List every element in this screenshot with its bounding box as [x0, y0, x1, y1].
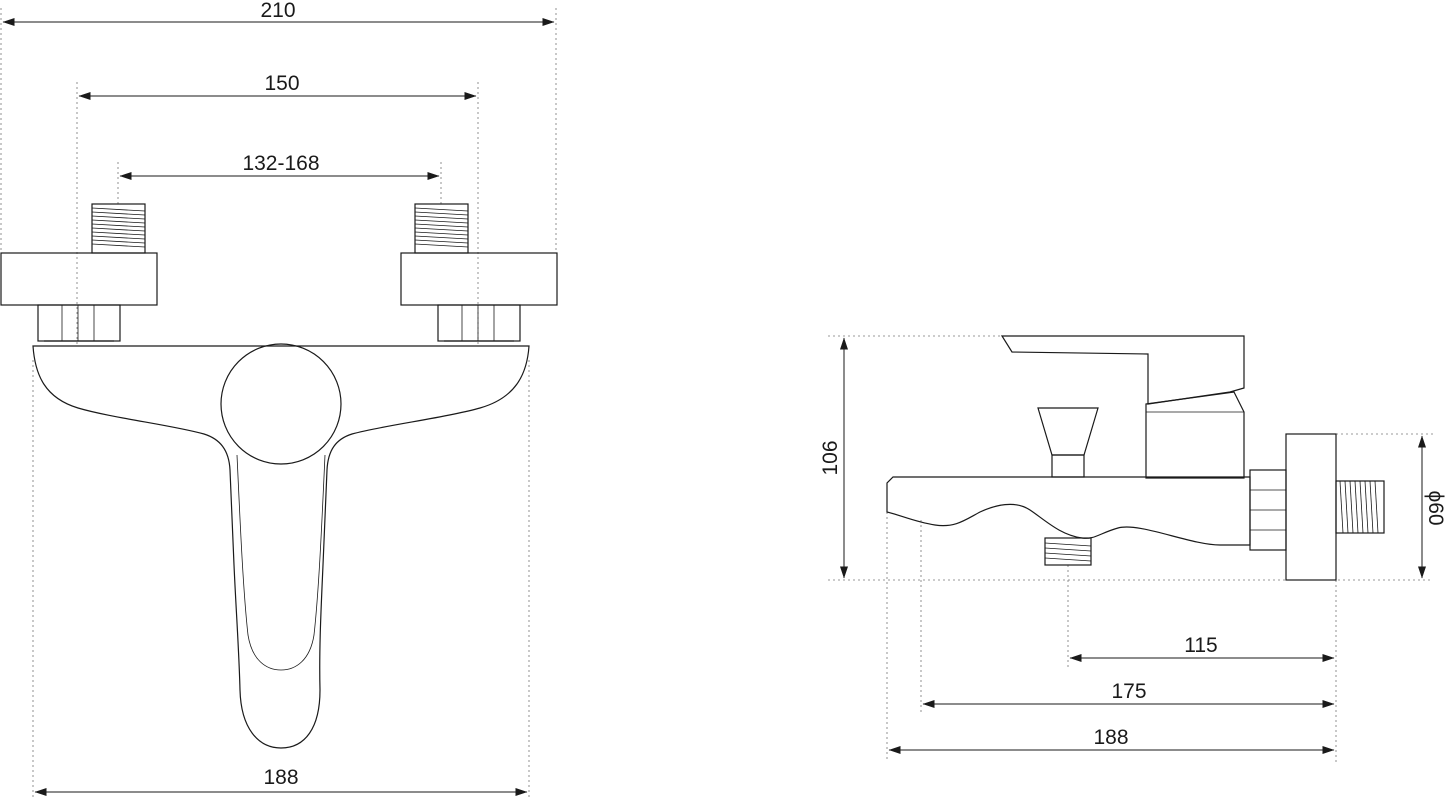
dim-label-115: 115 [1184, 634, 1217, 657]
left-hex-nut [37, 304, 121, 342]
left-threaded-inlet [91, 203, 146, 254]
dim-label-175: 175 [1111, 680, 1146, 703]
dim-label-188-side: 188 [1093, 726, 1128, 749]
dim-label-106: 106 [819, 440, 842, 475]
spout-body [886, 476, 1251, 546]
hand-shower-outlet [1044, 537, 1092, 566]
side-connection-nut [1249, 469, 1287, 551]
side-wall-flange [1285, 433, 1337, 581]
front-extension-lines [0, 8, 557, 800]
cartridge-body [1145, 391, 1245, 479]
mixer-body [32, 345, 530, 749]
lever-knob [220, 343, 342, 465]
dim-label-210: 210 [260, 0, 295, 22]
left-wall-flange [0, 252, 158, 306]
dim-label-phi60: ϕ60 [1424, 490, 1445, 525]
dim-label-150: 150 [264, 72, 299, 95]
front-view: 210 150 132-168 188 [0, 0, 558, 800]
lever-handle-side [1000, 335, 1245, 405]
dim-label-132-168: 132-168 [242, 152, 319, 175]
diverter-stem [1051, 454, 1085, 478]
dim-label-188-front: 188 [263, 766, 298, 789]
right-threaded-inlet [414, 203, 469, 254]
side-view: 106 ϕ60 115 175 188 [819, 335, 1445, 762]
handle-recess [236, 454, 326, 671]
right-hex-nut [437, 304, 521, 342]
side-threaded-inlet [1335, 480, 1385, 534]
right-wall-flange [400, 252, 558, 306]
diverter-knob [1037, 407, 1099, 456]
